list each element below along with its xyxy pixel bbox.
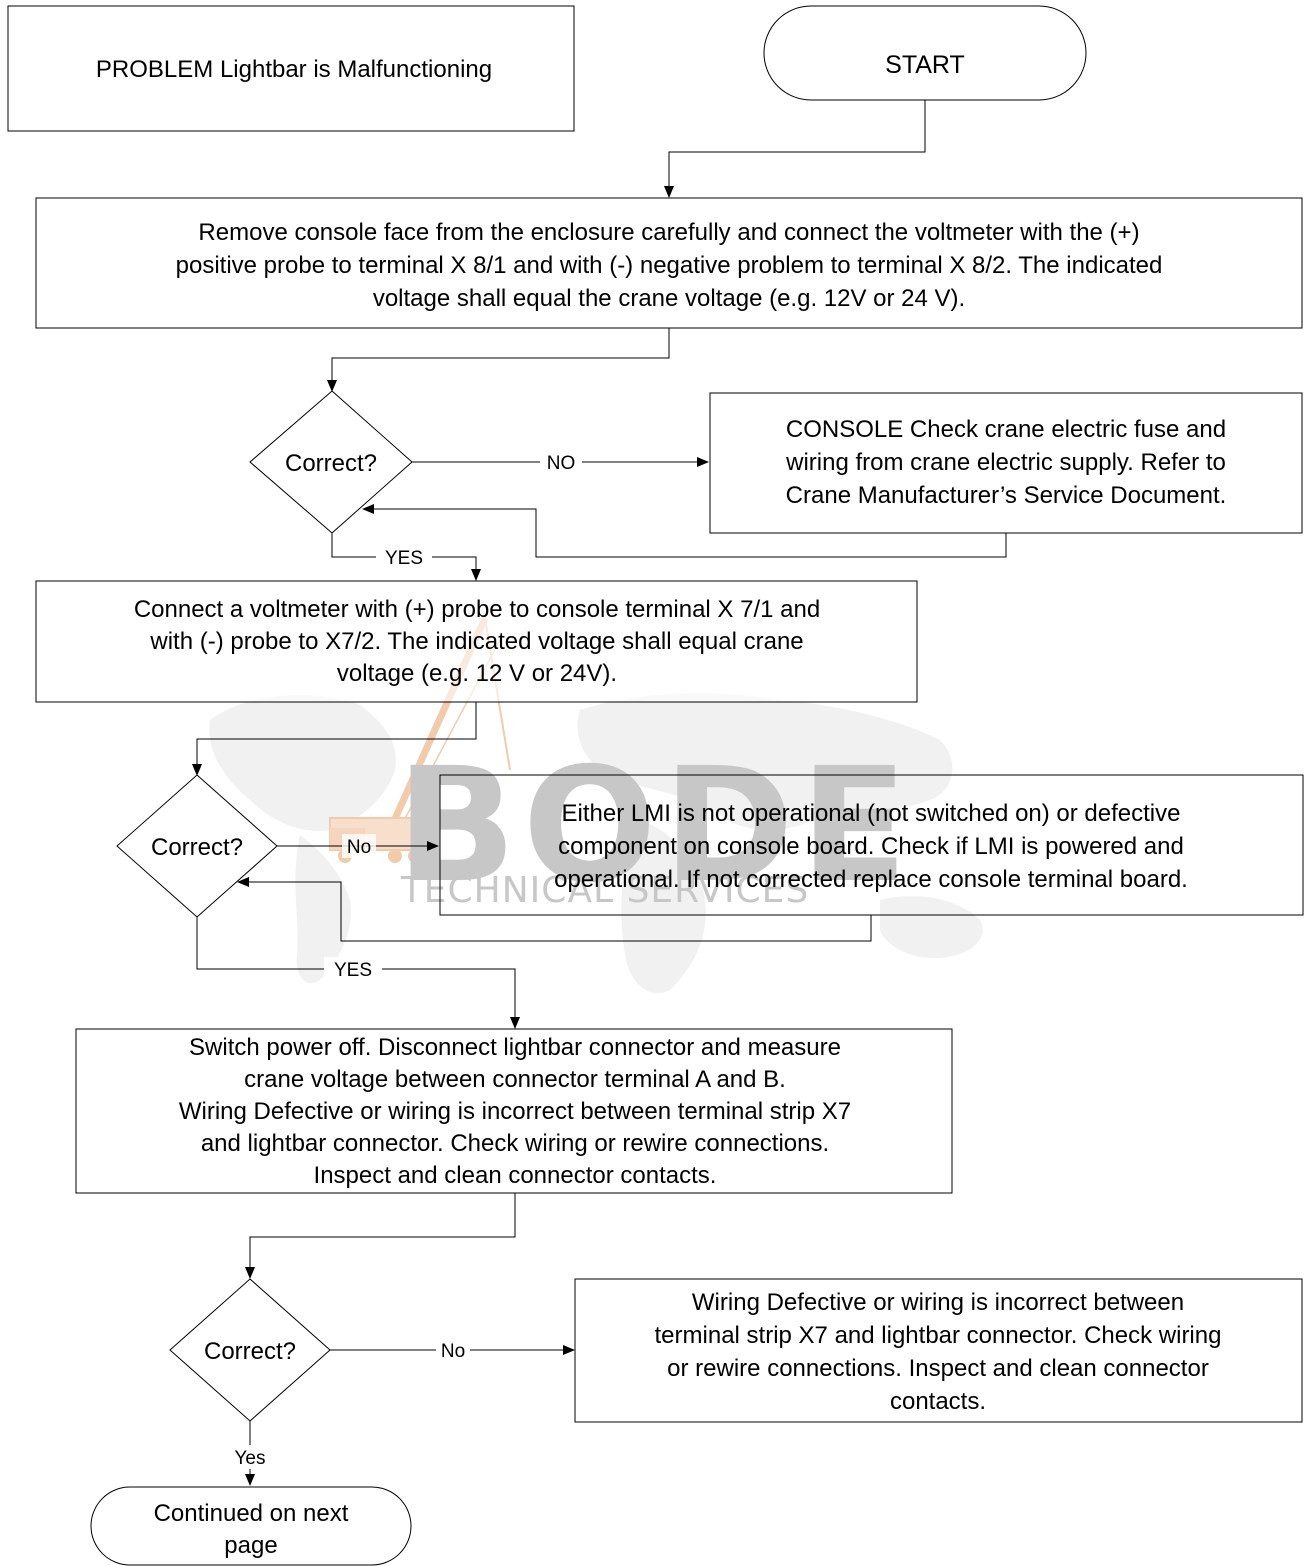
nodes: PROBLEM Lightbar is Malfunctioning START… [7, 5, 1304, 1566]
step1-box: Remove console face from the enclosure c… [35, 197, 1303, 329]
end-line-2: page [224, 1532, 277, 1559]
connector-console-return [362, 504, 1007, 558]
decision3-text: Correct? [204, 1338, 296, 1365]
console-check-box: CONSOLE Check crane electric fuse and wi… [709, 392, 1303, 534]
label-decision1-no: NO [547, 453, 576, 474]
console-check-line-2: wiring from crane electric supply. Refer… [785, 449, 1226, 476]
decision2-text: Correct? [151, 834, 243, 861]
watermark-brand: BODE [396, 734, 914, 918]
end-line-1: Continued on next [154, 1500, 349, 1527]
world-map-watermark-icon [209, 693, 983, 994]
start-text: START [885, 51, 965, 79]
decision1-diamond: Correct? [249, 390, 413, 534]
label-decision3-yes: Yes [235, 1448, 266, 1469]
console-check-line-1: CONSOLE Check crane electric fuse and [786, 416, 1226, 443]
lmi-check-line-2: component on console board. Check if LMI… [558, 833, 1184, 860]
decision1-text: Correct? [285, 450, 377, 477]
step2-line-1: Connect a voltmeter with (+) probe to co… [134, 596, 820, 623]
console-check-line-3: Crane Manufacturer’s Service Document. [786, 482, 1227, 509]
label-decision3-no: No [441, 1341, 465, 1362]
decision3-diamond: Correct? [169, 1278, 331, 1422]
step2-line-3: voltage (e.g. 12 V or 24V). [337, 660, 617, 687]
step2-line-2: with (-) probe to X7/2. The indicated vo… [149, 628, 803, 655]
step2-box: Connect a voltmeter with (+) probe to co… [35, 580, 918, 703]
watermark-subtitle: TECHNICAL SERVICES [400, 870, 809, 911]
end-terminal: Continued on next page [90, 1486, 412, 1566]
step3-line-1: Switch power off. Disconnect lightbar co… [189, 1034, 841, 1061]
wiring-check-line-1: Wiring Defective or wiring is incorrect … [692, 1289, 1184, 1316]
wiring-check-line-2: terminal strip X7 and lightbar connector… [655, 1322, 1222, 1349]
connector-lmi-return [237, 877, 872, 942]
connector-start-to-step1 [664, 100, 926, 198]
connector-labels: NO YES No YES No Yes [228, 450, 582, 1469]
step1-line-3: voltage shall equal the crane voltage (e… [373, 285, 965, 312]
step3-line-4: and lightbar connector. Check wiring or … [201, 1130, 829, 1157]
decision2-diamond: Correct? [116, 774, 278, 918]
step1-line-1: Remove console face from the enclosure c… [198, 219, 1139, 246]
connector-step1-to-decision1 [327, 328, 670, 392]
wiring-check-line-4: contacts. [890, 1388, 986, 1415]
step3-line-3: Wiring Defective or wiring is incorrect … [179, 1098, 851, 1125]
lmi-check-box: Either LMI is not operational (not switc… [439, 774, 1304, 916]
lmi-check-line-1: Either LMI is not operational (not switc… [562, 800, 1181, 827]
label-decision1-yes: YES [385, 548, 423, 569]
problem-text: PROBLEM Lightbar is Malfunctioning [96, 56, 492, 83]
problem-box: PROBLEM Lightbar is Malfunctioning [7, 5, 575, 132]
lmi-check-line-3: operational. If not corrected replace co… [554, 866, 1188, 893]
connector-step2-to-decision2 [192, 702, 477, 776]
wiring-check-box: Wiring Defective or wiring is incorrect … [574, 1278, 1303, 1423]
step3-line-5: Inspect and clean connector contacts. [314, 1162, 717, 1189]
label-decision2-no: No [347, 837, 371, 858]
step3-line-2: crane voltage between connector terminal… [244, 1066, 786, 1093]
wiring-check-line-3: or rewire connections. Inspect and clean… [667, 1355, 1209, 1382]
label-decision2-yes: YES [334, 960, 372, 981]
connector-step3-to-decision3 [245, 1193, 516, 1279]
step1-line-2: positive probe to terminal X 8/1 and wit… [176, 252, 1163, 279]
step3-box: Switch power off. Disconnect lightbar co… [75, 1028, 953, 1194]
start-terminal: START [763, 5, 1087, 101]
